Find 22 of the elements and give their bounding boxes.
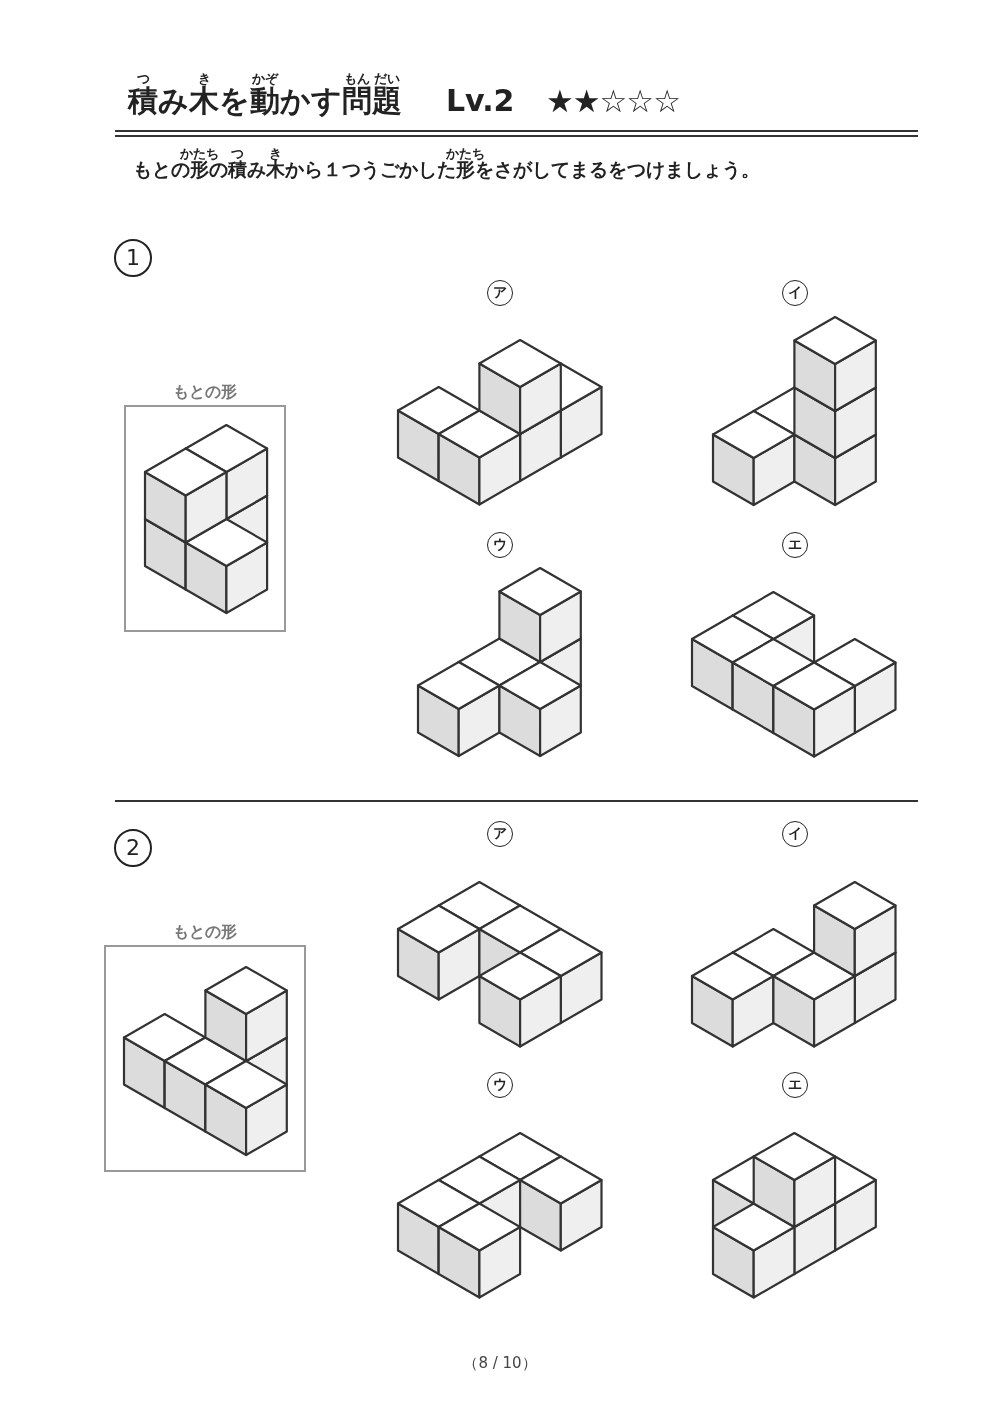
choice-label: ア	[487, 280, 513, 306]
choice-label: エ	[782, 532, 808, 558]
frame-heading: もとの形	[172, 922, 238, 942]
furigana: かたち	[446, 146, 485, 161]
choice-label: ア	[487, 821, 513, 847]
frame-heading: もとの形	[172, 382, 238, 402]
page-number: （8 / 10）	[462, 1353, 538, 1373]
choice-label: イ	[782, 280, 808, 306]
choice-label: エ	[782, 1072, 808, 1098]
choice-label: ウ	[487, 1072, 513, 1098]
choice-label: イ	[782, 821, 808, 847]
furigana: もん	[344, 71, 370, 86]
level-text: Lv.2	[446, 82, 515, 120]
furigana: だい	[374, 71, 400, 86]
choice-label: ウ	[487, 532, 513, 558]
furigana: つ	[136, 71, 150, 86]
difficulty-stars: ★★☆☆☆	[546, 82, 680, 120]
furigana: き	[269, 146, 282, 161]
furigana: つ	[231, 146, 244, 161]
problem-number: 2	[114, 829, 152, 867]
furigana: き	[197, 71, 211, 86]
problem-number: 1	[114, 239, 152, 277]
